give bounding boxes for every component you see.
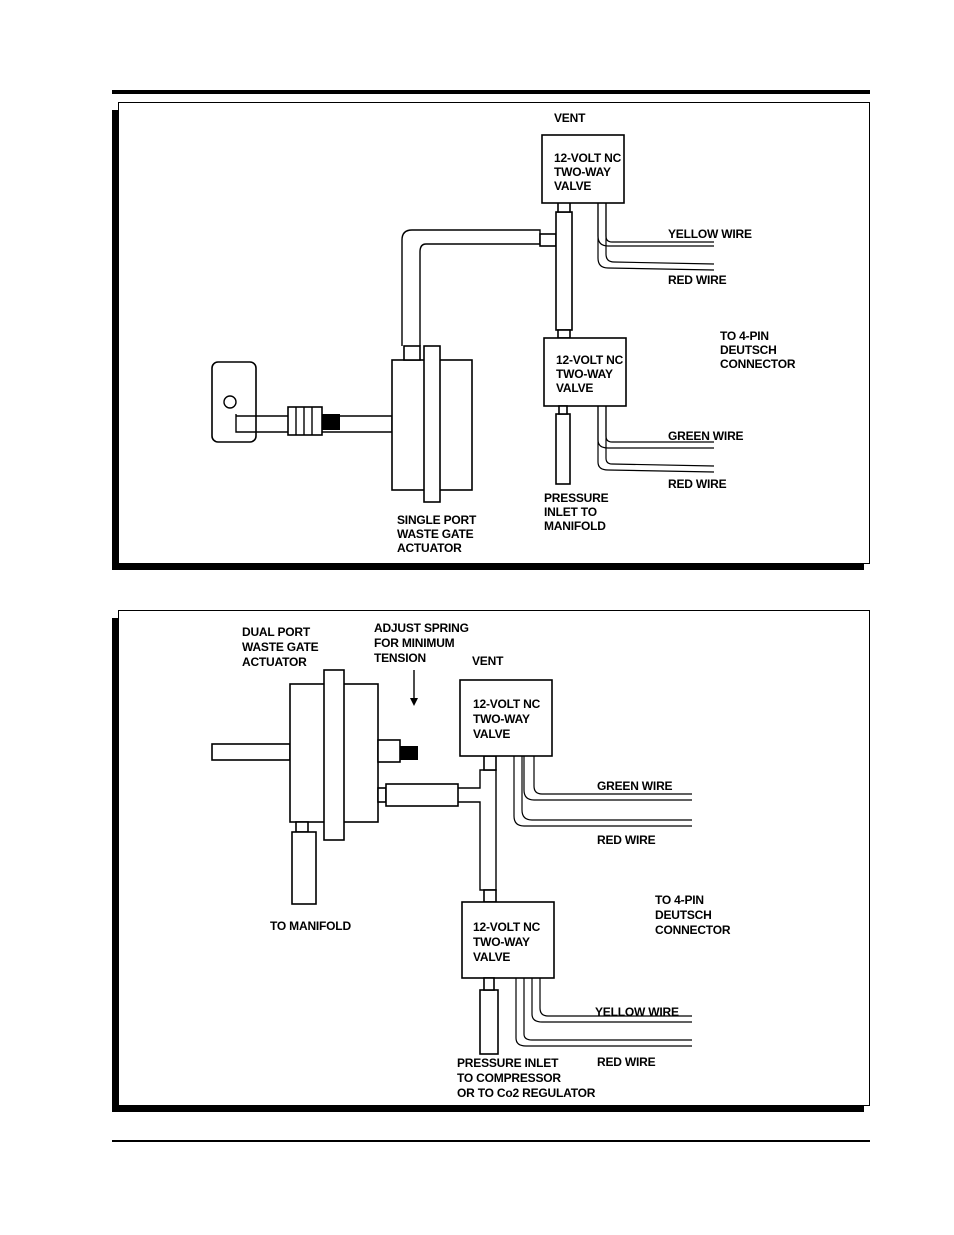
connector-label-1: TO 4-PIN (720, 329, 769, 343)
tee-and-vertical-hose (458, 769, 497, 891)
lock-nut (322, 414, 340, 430)
red-wire-label-1: RED WIRE (668, 273, 727, 287)
tee-fitting-side (539, 233, 557, 247)
red-wire-line-1 (513, 756, 692, 827)
spring-adjuster-nut (400, 746, 418, 760)
upper-valve (459, 679, 553, 757)
diagram-dual-port-drawing: DUAL PORT WASTE GATE ACTUATOR ADJUST SPR… (211, 621, 731, 1100)
pressure-inlet-label-3: MANIFOLD (544, 519, 606, 533)
actuator-port (403, 345, 421, 361)
actuator-label-1: SINGLE PORT (397, 513, 477, 527)
yellow-wire-line (531, 978, 692, 1023)
red-wire-line-2 (515, 978, 692, 1047)
panel-frame (118, 102, 870, 564)
actuator-label-3: ACTUATOR (397, 541, 462, 555)
lower-valve-outlet (558, 405, 568, 415)
pressure-inlet-label-1: PRESSURE INLET (457, 1056, 559, 1070)
lower-valve-port-top (557, 329, 571, 339)
connector-label-3: CONNECTOR (720, 357, 796, 371)
actuator-hose (401, 229, 541, 346)
diagram-single-port: VENT 12-VOLT NC TWO-WAY VALVE 12-VOLT NC… (112, 102, 870, 572)
actuator-label-2: WASTE GATE (397, 527, 474, 541)
lower-valve-port-top (483, 889, 497, 903)
upper-valve-label-1: 12-VOLT NC (473, 697, 541, 711)
side-hose (385, 783, 459, 807)
actuator-diaphragm-flange (423, 345, 441, 503)
mounting-bracket (211, 361, 257, 443)
upper-valve-label-3: VALVE (473, 727, 510, 741)
vertical-hose (555, 211, 573, 331)
red-wire-line-2 (597, 406, 715, 473)
upper-valve (541, 134, 625, 204)
to-manifold-hose (291, 831, 317, 905)
adjust-spring-label-3: TENSION (374, 651, 426, 665)
actuator-label-2: WASTE GATE (242, 640, 319, 654)
pressure-inlet-hose (555, 413, 571, 485)
pressure-inlet-label-3: OR TO Co2 REGULATOR (457, 1086, 596, 1100)
bottom-rule (112, 1140, 870, 1142)
bracket-hole (223, 395, 237, 409)
upper-valve-port (483, 755, 497, 771)
upper-valve-label-1: 12-VOLT NC (554, 151, 622, 165)
connector-label-3: CONNECTOR (655, 923, 731, 937)
spring-adjuster (377, 739, 401, 763)
adjust-spring-label-2: FOR MINIMUM (374, 636, 455, 650)
actuator-rod (211, 743, 291, 761)
yellow-wire-label: YELLOW WIRE (595, 1005, 679, 1019)
actuator-label-1: DUAL PORT (242, 625, 311, 639)
lower-valve (543, 337, 627, 407)
red-wire-label-2: RED WIRE (668, 477, 727, 491)
lower-valve-label-1: 12-VOLT NC (556, 353, 624, 367)
upper-valve-label-2: TWO-WAY (473, 712, 530, 726)
adjust-spring-label-1: ADJUST SPRING (374, 621, 469, 635)
vent-label: VENT (472, 654, 504, 668)
green-wire-label: GREEN WIRE (668, 429, 744, 443)
rod-end-fitting (287, 406, 323, 436)
to-manifold-label: TO MANIFOLD (270, 919, 351, 933)
pressure-inlet-label-2: INLET TO (544, 505, 597, 519)
red-wire-label-1: RED WIRE (597, 833, 656, 847)
top-rule (112, 90, 870, 94)
lower-valve-label-2: TWO-WAY (556, 367, 613, 381)
green-wire-line (523, 756, 692, 801)
vent-label: VENT (554, 111, 586, 125)
side-port (377, 787, 387, 803)
upper-valve-label-3: VALVE (554, 179, 591, 193)
green-wire-label: GREEN WIRE (597, 779, 673, 793)
red-wire-label-2: RED WIRE (597, 1055, 656, 1069)
yellow-wire-label: YELLOW WIRE (668, 227, 752, 241)
connector-label-2: DEUTSCH (655, 908, 712, 922)
upper-valve-label-2: TWO-WAY (554, 165, 611, 179)
diagram-dual-port: DUAL PORT WASTE GATE ACTUATOR ADJUST SPR… (112, 610, 870, 1114)
lower-valve-label-3: VALVE (556, 381, 593, 395)
lower-valve-label-3: VALVE (473, 950, 510, 964)
actuator-label-3: ACTUATOR (242, 655, 307, 669)
lower-valve-label-2: TWO-WAY (473, 935, 530, 949)
lower-valve-outlet (483, 977, 495, 991)
lower-port (295, 821, 309, 833)
actuator-diaphragm-flange (323, 669, 345, 841)
pressure-inlet-label-2: TO COMPRESSOR (457, 1071, 561, 1085)
diagram-single-port-drawing: VENT 12-VOLT NC TWO-WAY VALVE 12-VOLT NC… (211, 111, 796, 555)
pressure-inlet-label-1: PRESSURE (544, 491, 609, 505)
lower-valve (461, 901, 555, 979)
pressure-inlet-hose (479, 989, 499, 1055)
connector-label-2: DEUTSCH (720, 343, 777, 357)
lower-valve-label-1: 12-VOLT NC (473, 920, 541, 934)
connector-label-1: TO 4-PIN (655, 893, 704, 907)
red-wire-line-1 (597, 203, 715, 271)
